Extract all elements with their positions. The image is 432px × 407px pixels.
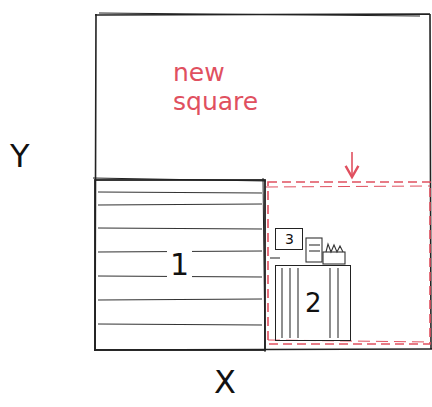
new-square-outline: [268, 182, 430, 344]
hatching: [282, 268, 338, 338]
new-square-region: new square32: [268, 182, 430, 344]
square-three: 3: [275, 228, 303, 250]
square-one: 1: [95, 180, 265, 350]
outer-square: [94, 14, 432, 351]
axis-label: X: [214, 366, 236, 398]
region-heading: new square: [170, 58, 272, 118]
callout-number: 1: [167, 249, 192, 281]
square-one: [95, 180, 265, 350]
callout-number: 2: [302, 289, 325, 317]
square-two: 2: [275, 265, 351, 341]
axis-label: Y: [10, 140, 30, 172]
hatching: [98, 192, 262, 325]
pointer-arrow: [351, 152, 353, 177]
callout-number: 3: [282, 231, 297, 247]
